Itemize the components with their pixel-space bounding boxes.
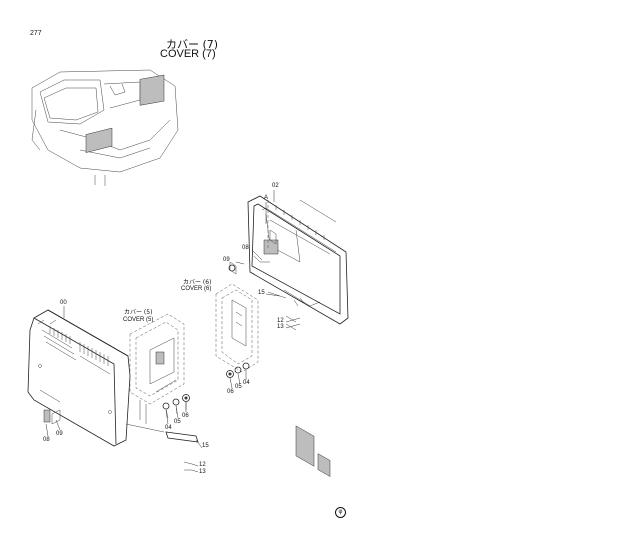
part-label-12-left: 12 — [199, 462, 206, 468]
part-label-15-right: 15 — [258, 290, 265, 296]
hardware-right — [226, 261, 297, 378]
cover-00-panel — [27, 309, 131, 447]
cover-6-label-jp: カバー (6) — [183, 279, 212, 286]
hardware-left — [125, 394, 199, 471]
highlight-cover-grille — [139, 74, 165, 106]
page-number: 277 — [30, 30, 42, 37]
machine-overview — [31, 69, 179, 186]
cover-6-panel — [215, 283, 259, 373]
part-label-06-right: 06 — [227, 389, 234, 395]
highlight-side-grille — [85, 127, 113, 153]
cover-02-assembly — [247, 195, 349, 477]
part-label-13-left: 13 — [199, 469, 206, 475]
cover-5-label-jp: カバー (5) — [124, 309, 153, 316]
part-label-08-right: 08 — [242, 245, 249, 251]
part-label-00: 00 — [60, 300, 67, 306]
footer-mark: φ — [335, 507, 346, 518]
cover-5-label-en: COVER (5) — [123, 317, 154, 323]
part-label-09-left: 09 — [56, 431, 63, 437]
part-label-05-right: 05 — [235, 384, 242, 390]
part-label-12-right: 12 — [277, 318, 284, 324]
cover-5-panel — [129, 313, 185, 424]
cover-6-label-en: COVER (6) — [181, 286, 212, 292]
view-label-a: A — [264, 195, 269, 201]
part-label-08-left: 08 — [43, 437, 50, 443]
part-label-04-left: 04 — [165, 425, 172, 431]
part-label-02: 02 — [272, 183, 279, 189]
part-label-13-right: 13 — [277, 324, 284, 330]
part-label-05-left: 05 — [174, 419, 181, 425]
part-label-04-right: 04 — [243, 380, 250, 386]
part-label-15-left: 15 — [202, 443, 209, 449]
part-label-06-left: 06 — [182, 413, 189, 419]
title-japanese: カバー (7) — [166, 38, 219, 51]
part-label-09-right: 09 — [223, 257, 230, 263]
title-english: COVER (7) — [160, 48, 216, 60]
leader-lines — [45, 190, 301, 473]
